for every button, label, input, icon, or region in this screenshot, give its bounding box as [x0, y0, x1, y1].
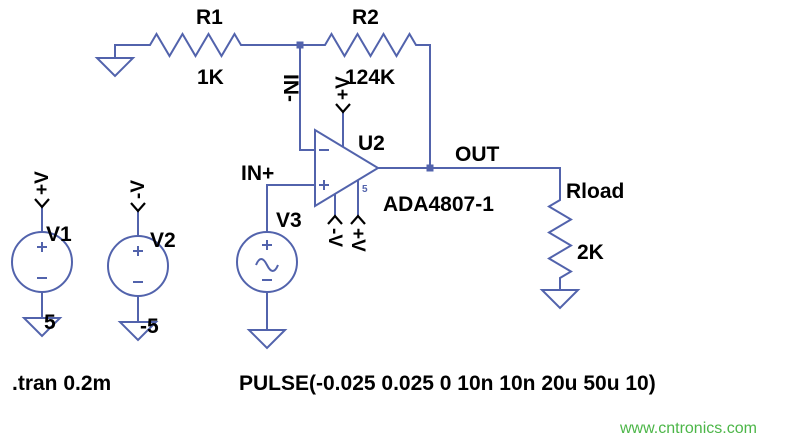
- r2-value: 124K: [345, 66, 395, 89]
- net-labels: IN- IN+ OUT: [241, 74, 500, 185]
- v3-circle: [236, 231, 298, 293]
- u2-designator: U2: [358, 132, 385, 155]
- opamp-enable-flag: +V: [347, 228, 368, 252]
- ground-symbols: [21, 57, 581, 350]
- watermark-url: www.cntronics.com: [619, 420, 757, 437]
- ground-icon: [94, 57, 136, 78]
- net-flag-icon: [335, 103, 351, 114]
- plus-mark: [37, 242, 47, 252]
- source-v1: V1 5 +V: [11, 171, 73, 334]
- opamp-vplus-flag: +V: [333, 76, 354, 100]
- opamp-vminus-flag: -V: [324, 228, 345, 247]
- junction-dot-feedback: [296, 41, 304, 49]
- rload-label: Rload: [566, 180, 624, 203]
- opamp-pin5-label: 5: [362, 184, 368, 195]
- source-v3: V3: [236, 209, 302, 293]
- wire-opamp-power-pins: [334, 112, 359, 216]
- plus-mark: [262, 240, 272, 250]
- sine-wave-icon: [255, 258, 279, 272]
- v1-circle: [11, 231, 73, 293]
- wire-r2-feedback: [300, 32, 431, 168]
- v3-label: V3: [276, 209, 302, 232]
- plus-mark: [133, 246, 143, 256]
- wire-in-plus: [266, 184, 315, 232]
- tran-directive: .tran 0.2m: [12, 372, 111, 395]
- opamp-u2: 5 U2 ADA4807-1 +V -V +V: [314, 76, 494, 252]
- ground-icon: [117, 321, 159, 342]
- v2-value: -5: [140, 315, 159, 338]
- spice-directives: .tran 0.2m PULSE(-0.025 0.025 0 10n 10n …: [12, 372, 656, 395]
- source-v2: V2 -5 -V: [107, 180, 176, 338]
- v1-net-flag: +V: [32, 171, 53, 195]
- pulse-directive: PULSE(-0.025 0.025 0 10n 10n 20u 50u 10): [239, 372, 656, 395]
- v2-circle: [107, 235, 169, 297]
- r1-label: R1: [196, 6, 223, 29]
- wire-out-rload: [378, 167, 573, 290]
- resistor-labels: R1 1K R2 124K Rload 2K: [196, 6, 624, 264]
- wire-r1: [114, 32, 300, 58]
- r1-value: 1K: [197, 66, 224, 89]
- ground-icon: [539, 289, 581, 310]
- v2-label: V2: [150, 229, 176, 252]
- net-label-in-plus: IN+: [241, 162, 274, 185]
- v1-value: 5: [44, 311, 56, 334]
- net-label-in-minus: IN-: [279, 74, 302, 102]
- v2-net-flag: -V: [128, 180, 149, 199]
- r2-label: R2: [352, 6, 379, 29]
- net-flag-icon: [350, 214, 366, 225]
- v1-label: V1: [46, 223, 72, 246]
- net-flag-icon: [327, 214, 343, 225]
- net-flag-icon: [34, 198, 50, 209]
- u2-part-number: ADA4807-1: [383, 193, 494, 216]
- noninverting-input-mark: [319, 180, 329, 190]
- net-flag-icon: [130, 202, 146, 213]
- rload-value: 2K: [577, 241, 604, 264]
- wires: [41, 32, 573, 330]
- wire-in-minus: [299, 45, 315, 151]
- junction-dot-out: [426, 164, 434, 172]
- ground-icon: [246, 329, 288, 350]
- opamp-triangle: [314, 128, 380, 208]
- net-label-out: OUT: [455, 143, 500, 166]
- ground-icon: [21, 317, 63, 338]
